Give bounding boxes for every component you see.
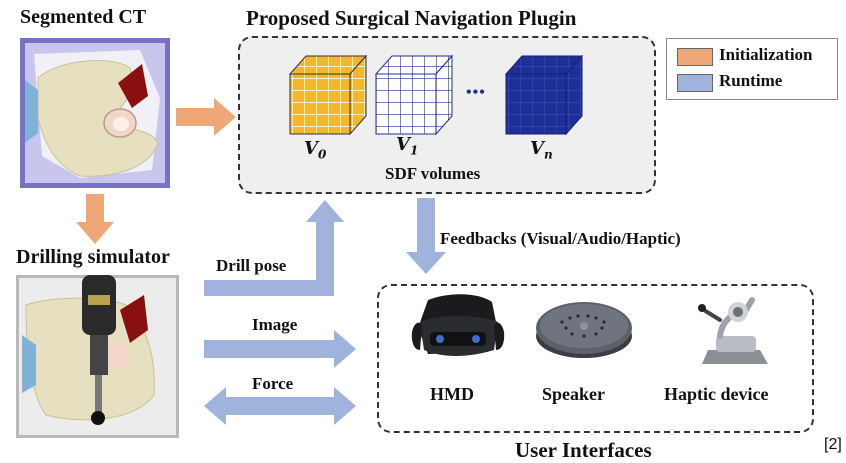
segmented-ct-image: [20, 38, 170, 188]
hmd-icon: [411, 294, 505, 356]
haptic-device-icon: [698, 297, 768, 364]
ct-to-simulator-arrow: [76, 194, 114, 244]
drilling-simulator-title: Drilling simulator: [16, 246, 170, 268]
hmd-label: HMD: [430, 384, 474, 404]
drilling-simulator-image: [16, 275, 179, 438]
v0-base: V: [304, 138, 318, 159]
v0-sub: 0: [317, 147, 327, 162]
vn-sub: n: [543, 147, 553, 162]
legend-runtime-swatch: [677, 74, 713, 92]
vn-cube: [504, 54, 584, 136]
sdf-volumes-caption: SDF volumes: [385, 164, 481, 183]
image-label: Image: [252, 315, 298, 334]
v1-label: V1: [396, 134, 418, 158]
segmented-ct-title: Segmented CT: [20, 6, 147, 28]
legend-initialization-swatch: [677, 48, 713, 66]
feedbacks-label: Feedbacks (Visual/Audio/Haptic): [440, 229, 681, 248]
image-arrow: [204, 330, 356, 368]
v0-label: V0: [304, 138, 326, 162]
vn-base: V: [530, 138, 544, 159]
drill-pose-label: Drill pose: [216, 256, 287, 275]
drill-pose-arrow: [204, 200, 344, 296]
speaker-label: Speaker: [542, 384, 605, 404]
citation-label: [2]: [824, 436, 842, 453]
feedbacks-arrow: [406, 198, 446, 274]
ellipsis-dots: •••: [466, 84, 486, 101]
speaker-icon: [536, 302, 632, 358]
force-arrow: [204, 387, 356, 425]
v1-base: V: [396, 134, 410, 155]
v1-cube: [374, 54, 454, 136]
force-label: Force: [252, 374, 294, 393]
user-interfaces-title: User Interfaces: [515, 438, 652, 462]
ct-to-plugin-arrow: [176, 98, 236, 136]
v0-cube: [288, 54, 368, 136]
legend-initialization-label: Initialization: [719, 45, 813, 64]
vn-label: Vn: [530, 138, 553, 162]
haptic-device-label: Haptic device: [664, 384, 769, 404]
plugin-title: Proposed Surgical Navigation Plugin: [246, 6, 577, 30]
v1-sub: 1: [409, 143, 419, 158]
sdf-volumes-graphic: [288, 54, 584, 136]
legend-runtime-label: Runtime: [719, 71, 783, 90]
legend: Initialization Runtime: [666, 38, 838, 100]
